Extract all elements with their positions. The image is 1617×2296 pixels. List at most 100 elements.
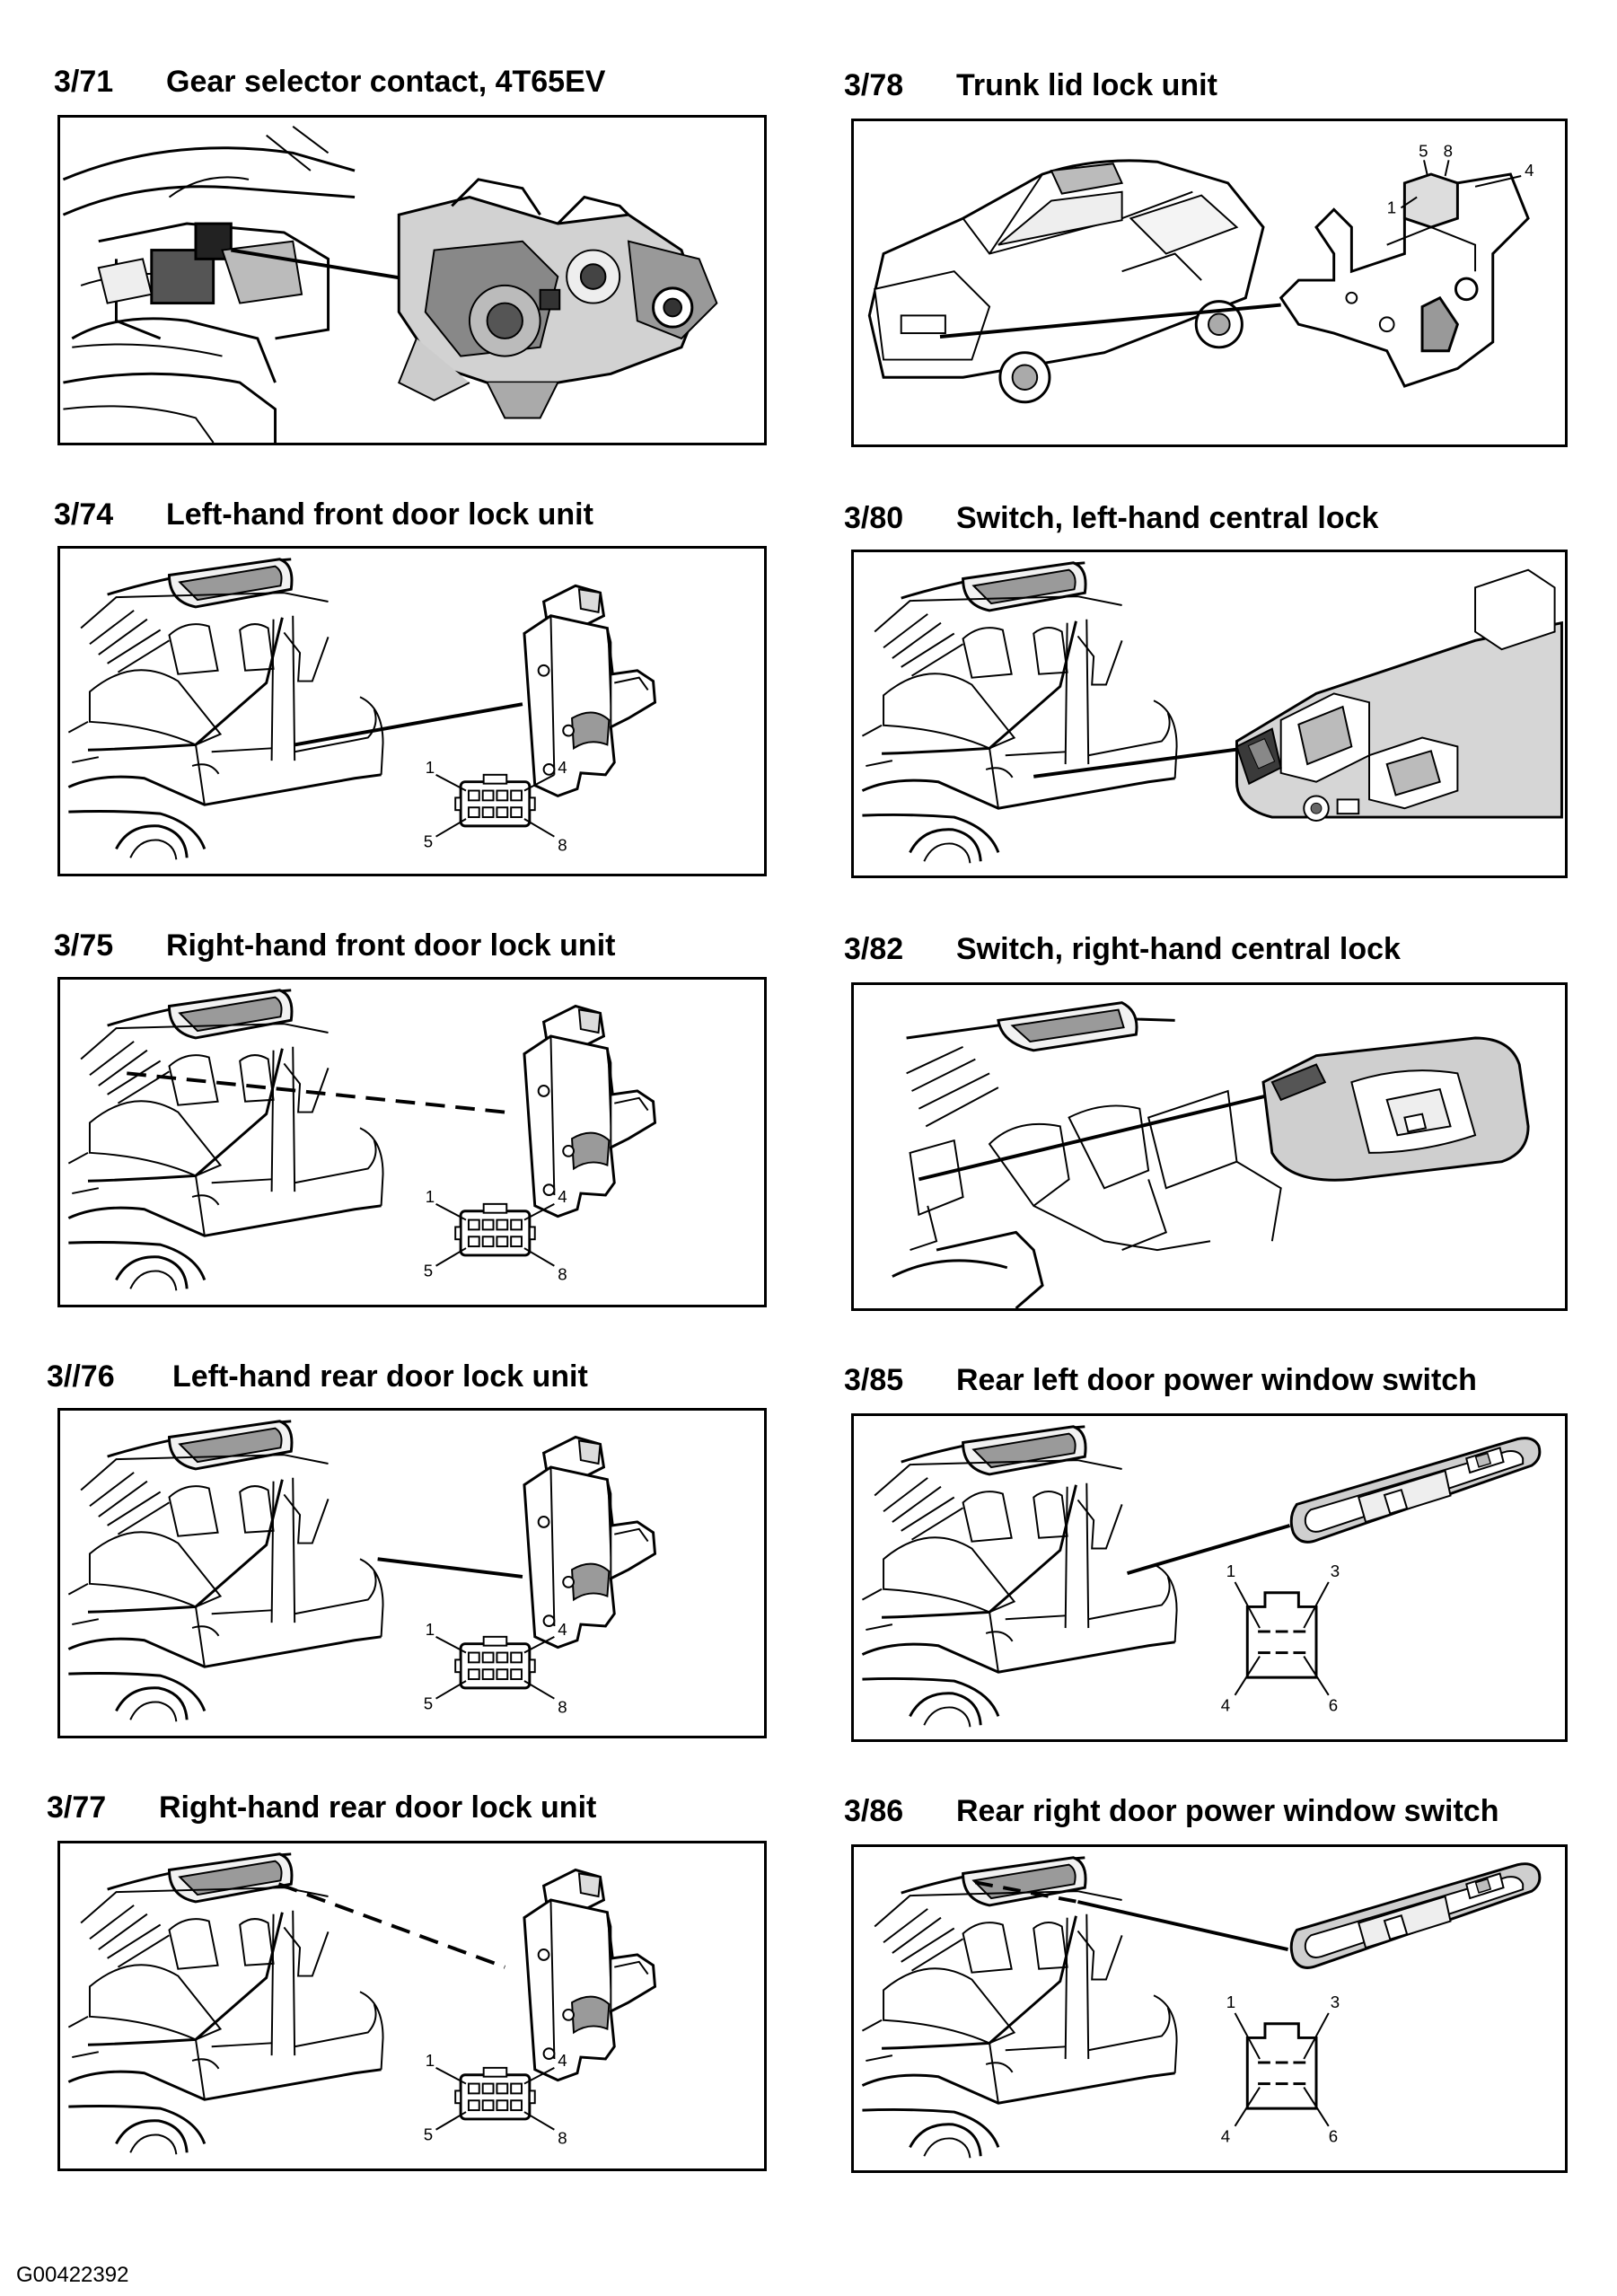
connector-face-drawing xyxy=(435,2066,556,2132)
diagram-name: Switch, right-hand central lock xyxy=(956,932,1401,966)
rear-window-switch-drawing xyxy=(1289,1437,1542,1544)
diagram-title-3-78: 3/78 Trunk lid lock unit xyxy=(844,63,1217,108)
lh-central-lock-switch-illustration xyxy=(860,561,1563,865)
pin-label-1: 1 xyxy=(1226,1993,1235,2011)
connector-face-drawing xyxy=(1234,1580,1331,1697)
diagram-name: Gear selector contact, 4T65EV xyxy=(166,65,606,99)
panel-lh-rear-door-lock: 1 4 5 8 xyxy=(57,1408,767,1738)
door-lock-unit-drawing xyxy=(523,584,656,797)
diagram-code: 3/77 xyxy=(47,1790,107,1825)
diagram-code: 3/86 xyxy=(844,1794,904,1828)
car-door-drawing xyxy=(66,1420,385,1723)
leader-line xyxy=(377,1557,523,1579)
pin-label-1: 1 xyxy=(426,2051,435,2070)
leader-line xyxy=(1126,1524,1291,1575)
connector-6-pin: 1 3 4 6 xyxy=(1221,1993,1340,2146)
rh-rear-door-lock-illustration: 1 4 5 8 xyxy=(66,1852,656,2156)
diagram-name: Left-hand rear door lock unit xyxy=(172,1359,588,1394)
pin-label-3: 3 xyxy=(1331,1561,1340,1580)
pin-label-6: 6 xyxy=(1329,1696,1338,1715)
engine-bay-drawing xyxy=(62,126,356,443)
diagram-title-3-85: 3/85 Rear left door power window switch xyxy=(844,1358,1477,1403)
trunk-lock-pin-labels: 5 8 4 1 xyxy=(1387,141,1534,216)
connector-8-pin: 1 4 5 8 xyxy=(424,1187,567,1284)
connector-8-pin: 1 4 5 8 xyxy=(424,758,567,855)
pin-label-4: 4 xyxy=(1221,2127,1230,2146)
car-interior-drawing xyxy=(892,1001,1282,1308)
lh-front-door-lock-illustration: 1 4 5 8 xyxy=(66,558,656,861)
rh-front-switch-panel-drawing xyxy=(1261,1036,1530,1182)
pin-label-1: 1 xyxy=(426,1187,435,1206)
panel-lh-front-door-lock: 1 4 5 8 xyxy=(57,546,767,876)
pin-label-8: 8 xyxy=(558,1697,567,1716)
diagram-code: 3/80 xyxy=(844,501,904,535)
leader-line xyxy=(294,702,523,747)
diagram-name: Trunk lid lock unit xyxy=(956,68,1217,102)
gear-selector-illustration xyxy=(62,126,718,443)
pin-label-1: 1 xyxy=(1387,198,1396,216)
pin-label-1: 1 xyxy=(1226,1561,1235,1580)
leader-line-dashed xyxy=(277,1882,505,1969)
front-window-switch-panel-drawing xyxy=(1235,568,1563,822)
car-door-drawing xyxy=(860,561,1179,865)
door-lock-unit-drawing xyxy=(523,1005,656,1218)
panel-gear-selector-contact xyxy=(57,115,767,445)
leader-line xyxy=(1077,1900,1288,1952)
transmission-4t65ev-drawing xyxy=(397,178,718,419)
diagram-name: Right-hand rear door lock unit xyxy=(159,1790,597,1825)
pin-label-4: 4 xyxy=(558,1620,567,1639)
panel-rear-left-window-switch: 1 3 4 6 xyxy=(851,1413,1568,1742)
connector-6-pin: 1 3 4 6 xyxy=(1221,1561,1340,1715)
diagram-code: 3/85 xyxy=(844,1363,904,1397)
pin-label-4: 4 xyxy=(558,758,567,777)
leader-line xyxy=(1033,746,1246,779)
rear-window-switch-drawing xyxy=(1289,1862,1542,1969)
leader-line-dashed xyxy=(974,1880,1078,1904)
leader-line-dashed xyxy=(127,1071,505,1114)
door-lock-unit-drawing xyxy=(523,1869,656,2082)
pin-label-5: 5 xyxy=(424,2125,433,2144)
car-door-drawing xyxy=(66,558,385,861)
panel-lh-central-lock-switch xyxy=(851,550,1568,878)
diagram-title-3-77: 3/77 Right-hand rear door lock unit xyxy=(47,1785,596,1830)
rear-right-window-switch-illustration: 1 3 4 6 xyxy=(860,1856,1542,2160)
connector-8-pin: 1 4 5 8 xyxy=(424,1620,567,1717)
pin-label-8: 8 xyxy=(558,2128,567,2147)
diagram-title-3-74: 3/74 Left-hand front door lock unit xyxy=(54,492,593,537)
lh-rear-door-lock-illustration: 1 4 5 8 xyxy=(66,1420,656,1723)
pin-label-1: 1 xyxy=(426,1620,435,1639)
panel-trunk-lid-lock: 5 8 4 1 xyxy=(851,119,1568,447)
connector-face-drawing xyxy=(435,1202,556,1268)
pin-label-8: 8 xyxy=(558,1264,567,1283)
pin-label-4: 4 xyxy=(558,2051,567,2070)
diagram-title-3-71: 3/71 Gear selector contact, 4T65EV xyxy=(54,59,605,104)
door-lock-unit-drawing xyxy=(523,1436,656,1649)
pin-label-8: 8 xyxy=(1444,141,1453,160)
diagram-name: Right-hand front door lock unit xyxy=(166,928,616,963)
connector-face-drawing xyxy=(435,1635,556,1701)
rh-front-door-lock-illustration: 1 4 5 8 xyxy=(66,989,656,1292)
pin-label-5: 5 xyxy=(424,1693,433,1712)
car-door-drawing xyxy=(860,1425,1179,1729)
diagram-title-3-75: 3/75 Right-hand front door lock unit xyxy=(54,923,615,968)
connector-face-drawing xyxy=(435,773,556,839)
diagram-code: 3/75 xyxy=(54,928,114,963)
rear-left-window-switch-illustration: 1 3 4 6 xyxy=(860,1425,1542,1729)
diagram-name: Left-hand front door lock unit xyxy=(166,497,593,532)
diagram-name: Rear left door power window switch xyxy=(956,1363,1477,1397)
diagram-code: 3/71 xyxy=(54,65,114,99)
pin-label-1: 1 xyxy=(426,758,435,777)
pin-label-8: 8 xyxy=(558,835,567,854)
diagram-code: 3/78 xyxy=(844,68,904,102)
pin-label-5: 5 xyxy=(1419,141,1428,160)
trunk-lock-unit-drawing xyxy=(1279,172,1530,388)
pin-label-4: 4 xyxy=(558,1187,567,1206)
diagram-code: 3/74 xyxy=(54,497,114,532)
pin-label-5: 5 xyxy=(424,831,433,850)
leader-line xyxy=(918,1093,1273,1182)
pin-label-5: 5 xyxy=(424,1262,433,1280)
diagram-code: 3/82 xyxy=(844,932,904,966)
